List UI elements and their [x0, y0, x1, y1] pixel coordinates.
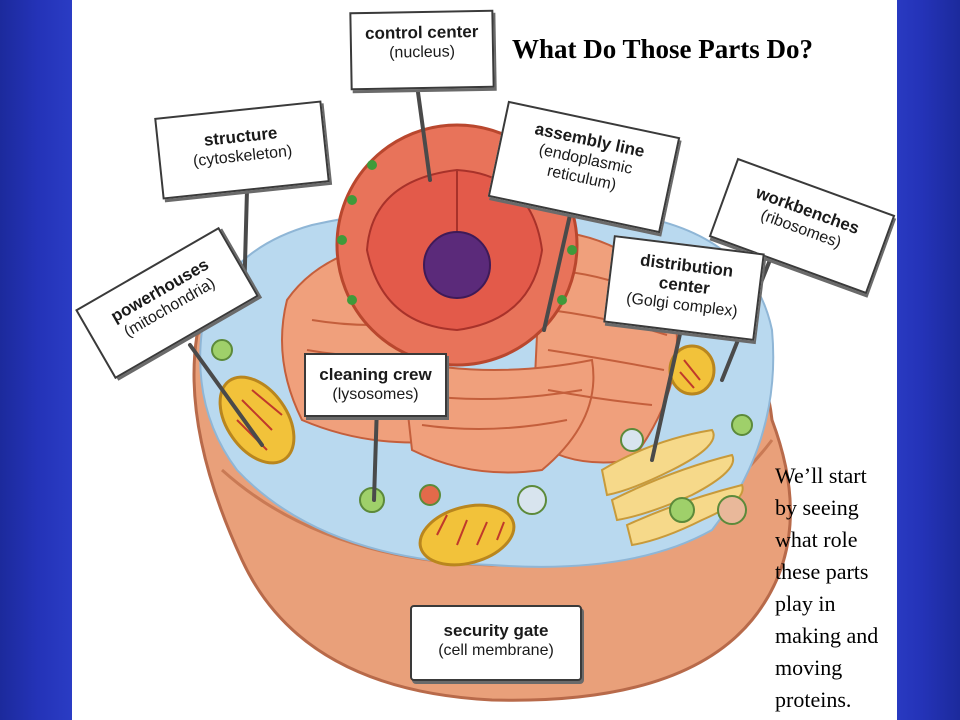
label-membrane-sub: (cell membrane)	[438, 642, 554, 659]
nucleolus-shape	[423, 231, 491, 299]
label-cytoskeleton: structure (cytoskeleton)	[154, 100, 330, 200]
label-membrane-main: security gate	[443, 621, 549, 640]
caption-line-4: these parts	[775, 559, 869, 584]
sign-posts	[188, 83, 774, 502]
label-nucleus-main: control center	[364, 22, 479, 43]
label-lysosomes-sub: (lysosomes)	[332, 386, 419, 403]
mitochondrion-left	[218, 375, 296, 465]
slide-title: What Do Those Parts Do?	[512, 34, 814, 64]
caption-line-2: by seeing	[775, 495, 859, 520]
caption-line-6: making and	[775, 623, 879, 648]
caption-line-3: what role	[775, 527, 858, 552]
slide: control center (nucleus) structure (cyto…	[72, 0, 897, 720]
caption-line-7: moving	[775, 655, 843, 680]
label-lysosomes: cleaning crew (lysosomes)	[304, 353, 447, 417]
label-golgi: distribution center (Golgi complex)	[603, 235, 765, 341]
label-nucleus: control center (nucleus)	[349, 9, 495, 91]
caption-line-8: proteins.	[775, 687, 852, 712]
label-lysosomes-main: cleaning crew	[319, 365, 432, 384]
label-cell-membrane: security gate (cell membrane)	[410, 605, 582, 681]
label-nucleus-sub: (nucleus)	[388, 43, 456, 62]
caption-line-1: We’ll start	[775, 463, 867, 488]
vesicles	[211, 339, 753, 525]
caption-text: We’ll start by seeing what role these pa…	[775, 460, 897, 716]
caption-line-5: play in	[775, 591, 836, 616]
